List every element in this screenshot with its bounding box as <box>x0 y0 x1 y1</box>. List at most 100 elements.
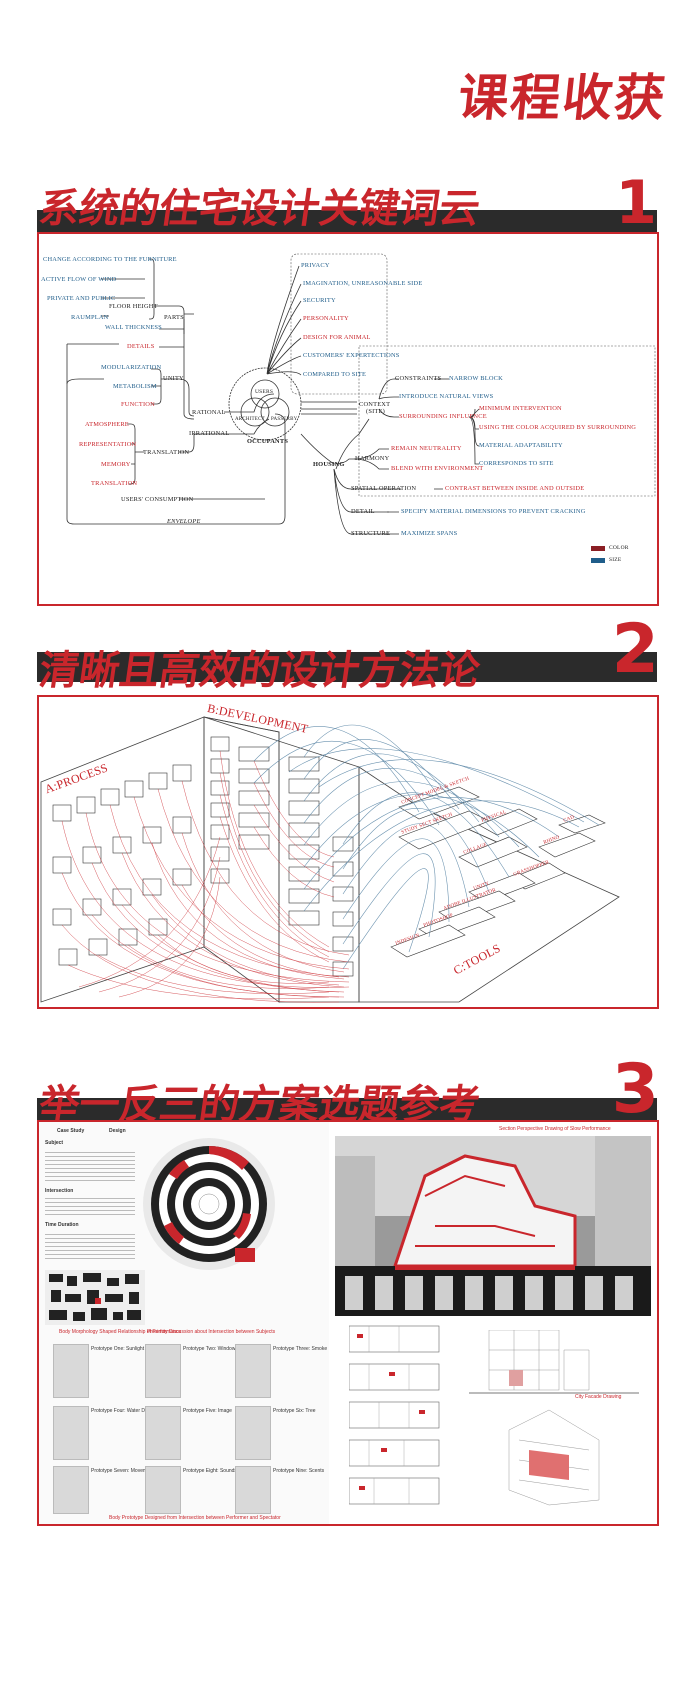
case-study-label: Case Study <box>57 1128 85 1134</box>
kw-consumption: USERS' CONSUMPTION <box>121 496 194 503</box>
kw-occupants: OCCUPANTS <box>247 438 289 445</box>
section-1-number: 1 <box>615 168 657 238</box>
kw-translation-sub: TRANSLATION <box>91 480 138 487</box>
kw-unity: UNITY <box>163 375 184 382</box>
kw-harmony: HARMONY <box>355 455 390 462</box>
kw-architect: ARCHITECT <box>235 417 265 422</box>
kw-customers: CUSTOMERS' EXPERTECTIONS <box>303 352 400 359</box>
prototype-name-2: Prototype Two: Window <box>183 1346 236 1352</box>
kw-structure: STRUCTURE <box>351 530 391 537</box>
kw-function: FUNCTION <box>121 401 155 408</box>
kw-specify-material: SPECIFY MATERIAL DIMENSIONS TO PREVENT C… <box>401 508 586 515</box>
kw-private-public: PRIVATE AND PUBLIC <box>47 295 116 302</box>
prototype-name-1: Prototype One: Sunlight <box>91 1346 145 1352</box>
legend-color-swatch <box>591 546 605 551</box>
kw-intro-views: INTRODUCE NATURAL VIEWS <box>399 393 494 400</box>
prototype-image-4 <box>53 1406 89 1460</box>
kw-floor-height: FLOOR HEIGHT <box>109 303 158 310</box>
kw-min-intervention: MINIMUM INTERVENTION <box>479 405 562 412</box>
section-2-band <box>37 652 657 682</box>
caption-prototypes: Body Prototype Designed from Intersectio… <box>109 1515 281 1521</box>
keyword-cloud-panel: CHANGE ACCORDING TO THE FURNITURE ACTIVE… <box>37 232 659 606</box>
kw-narrow-block: NARROW BLOCK <box>449 375 503 382</box>
keyword-cloud-lines <box>66 253 656 535</box>
kw-imagination: IMAGINATION, UNREASONABLE SIDE <box>303 280 423 287</box>
kw-rational: RATIONAL <box>192 409 226 416</box>
text-block-duration <box>45 1234 135 1262</box>
section-2-number: 2 <box>611 610 659 689</box>
subject-label: Subject <box>45 1140 64 1146</box>
kw-detail: DETAIL <box>351 508 375 515</box>
prototype-name-5: Prototype Five: Image <box>183 1408 232 1414</box>
kw-raumplan: RAUMPLAN <box>71 314 109 321</box>
kw-blend-env: BLEND WITH ENVIRONMENT <box>391 465 484 472</box>
kw-irrational: IRRATIONAL <box>189 430 230 437</box>
prototype-image-3 <box>235 1344 271 1398</box>
kw-site: (SITE) <box>366 408 385 415</box>
prototype-image-8 <box>145 1466 181 1514</box>
kw-design-animal: DESIGN FOR ANIMAL <box>303 334 371 341</box>
methodology-diagram <box>40 716 620 1003</box>
prototype-name-6: Prototype Six: Tree <box>273 1408 316 1414</box>
kw-parts: PARTS <box>164 314 184 321</box>
section-perspective-title: Section Perspective Drawing of Slow Perf… <box>499 1126 611 1132</box>
design-label: Design <box>109 1128 126 1134</box>
section-3-number: 3 <box>611 1050 659 1129</box>
kw-contrast: CONTRAST BETWEEN INSIDE AND OUTSIDE <box>445 485 585 492</box>
proximity-circle-diagram <box>143 1138 275 1270</box>
kw-material: MATERIAL ADAPTABILITY <box>479 442 563 449</box>
intersection-label: Intersection <box>45 1188 74 1194</box>
kw-translation: TRANSLATION <box>143 449 190 456</box>
kw-security: SECURITY <box>303 297 336 304</box>
kw-using-color: USING THE COLOR ACQUIRED BY SURROUNDING <box>479 424 637 431</box>
kw-personality: PERSONALITY <box>303 315 349 322</box>
time-duration-label: Time Duration <box>45 1222 79 1228</box>
kw-atmosphere: ATMOSPHERE <box>85 421 129 428</box>
kw-details: DETAILS <box>127 343 155 350</box>
prototype-image-1 <box>53 1344 89 1398</box>
kw-corresponds: CORRESPONDS TO SITE <box>479 460 554 467</box>
kw-modularization: MODULARIZATION <box>101 364 162 371</box>
caption-circle: Proximity Discussion about Intersection … <box>147 1329 276 1335</box>
kw-wall-thickness: WALL THICKNESS <box>105 324 162 331</box>
prototype-image-9 <box>235 1466 271 1514</box>
facade-drawing <box>469 1330 639 1506</box>
prototype-name-7: Prototype Seven: Movement <box>91 1468 155 1474</box>
kw-context: CONTEXT <box>359 401 391 408</box>
facade-caption: City Facade Drawing <box>575 1394 622 1400</box>
text-block-subject <box>45 1152 135 1182</box>
kw-envelope: ENVELOPE <box>167 518 201 525</box>
reference-panel: Case Study Design Subject Intersection T… <box>37 1120 659 1526</box>
kw-housing: HOUSING <box>313 461 345 468</box>
text-block-intersection <box>45 1198 135 1218</box>
kw-spatial-op: SPATIAL OPERATION <box>351 485 417 492</box>
kw-constraints: CONSTRAINTS <box>395 375 442 382</box>
prototype-image-7 <box>53 1466 89 1514</box>
kw-active-wind: ACTIVE FLOW OF WIND <box>41 276 117 283</box>
legend-size-swatch <box>591 558 605 563</box>
methodology-panel: A:PROCESS B:DEVELOPMENT C:TOOLS CONCEPT … <box>37 695 659 1009</box>
prototype-name-9: Prototype Nine: Scents <box>273 1468 325 1474</box>
kw-metabolism: METABOLISM <box>113 383 157 390</box>
prototype-image-2 <box>145 1344 181 1398</box>
prototype-name-4: Prototype Four: Water Drop <box>91 1408 153 1414</box>
kw-maximize-spans: MAXIMIZE SPANS <box>401 530 458 537</box>
prototype-name-3: Prototype Three: Smoke <box>273 1346 328 1352</box>
kw-users: USERS <box>255 389 274 395</box>
section-3-band <box>37 1098 657 1120</box>
kw-passerby: PASSERBY <box>271 417 298 422</box>
kw-privacy: PRIVACY <box>301 262 330 269</box>
kw-remain-neutral: REMAIN NEUTRALITY <box>391 445 462 452</box>
caption-left: Body Morphology Shaped Relationship of P… <box>59 1329 182 1335</box>
legend-size-label: SIZE <box>609 557 622 563</box>
kw-compared-site: COMPARED TO SITE <box>303 371 367 378</box>
section-1-title: 系统的住宅设计关键词云 <box>36 186 483 232</box>
kw-change-furniture: CHANGE ACCORDING TO THE FURNITURE <box>43 256 177 263</box>
prototype-image-5 <box>145 1406 181 1460</box>
prototype-name-8: Prototype Eight: Sounds <box>183 1468 237 1474</box>
kw-surrounding: SURROUNDING INFLUENCE <box>399 413 487 420</box>
prototype-image-6 <box>235 1406 271 1460</box>
section-perspective-image <box>335 1136 651 1316</box>
floor-plans <box>349 1325 440 1505</box>
kw-memory: MEMORY <box>101 461 131 468</box>
